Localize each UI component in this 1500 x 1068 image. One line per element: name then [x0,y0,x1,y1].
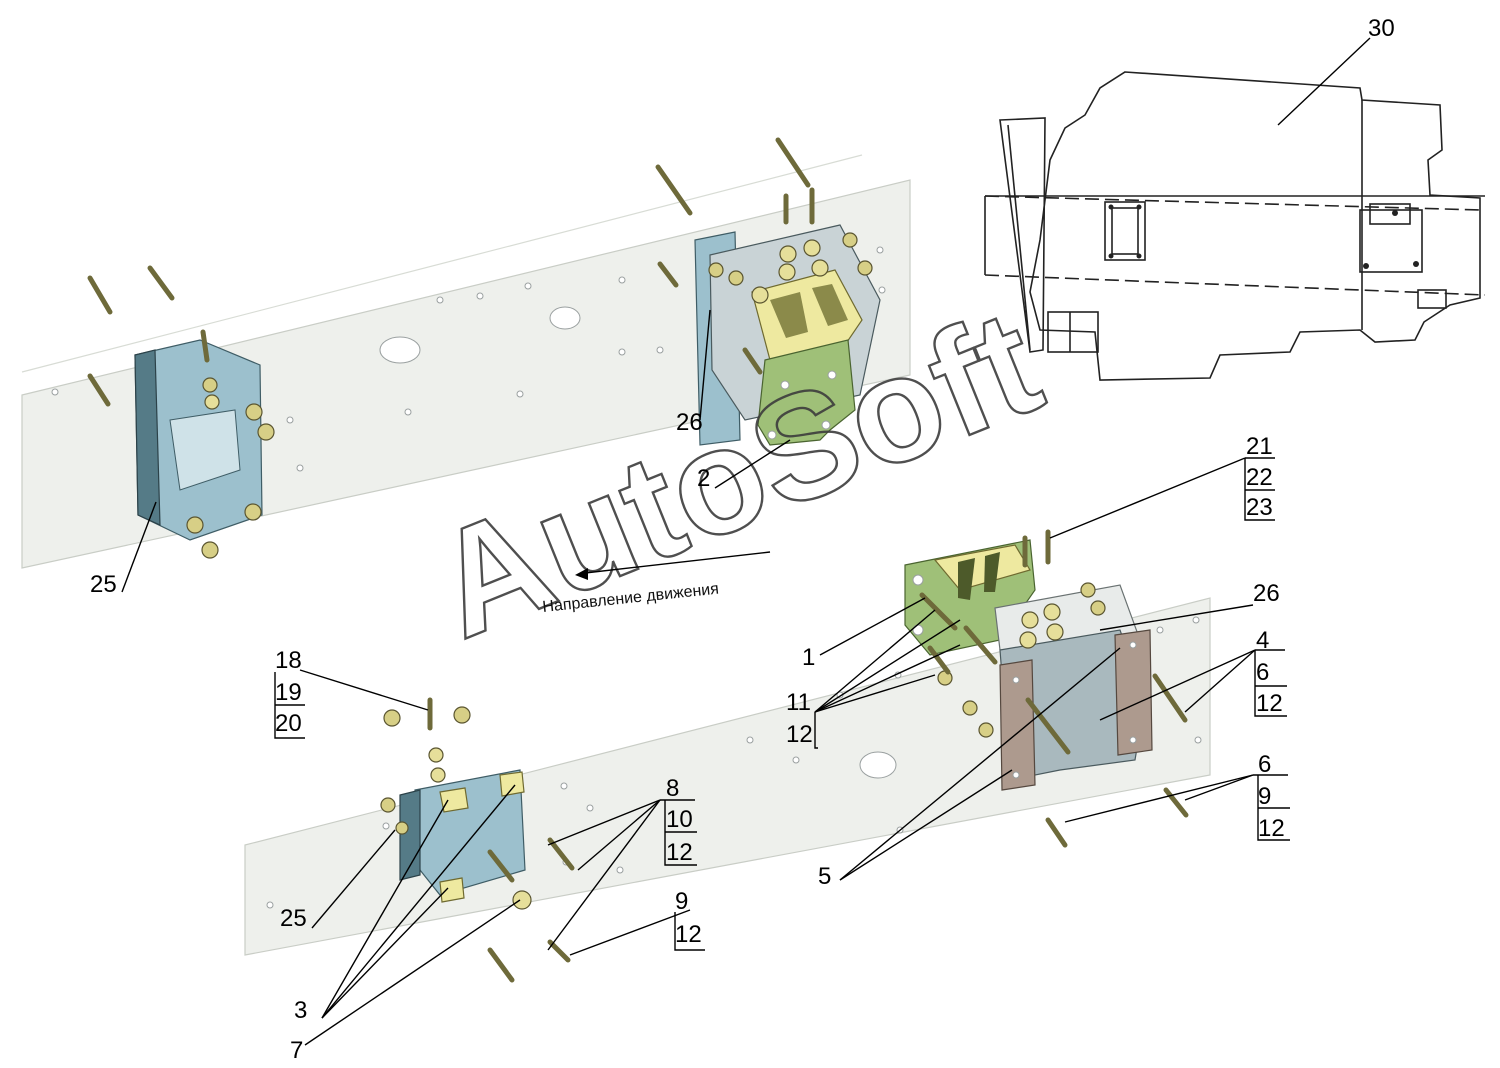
callout-20: 20 [275,710,302,737]
callout-12-lower-right: 12 [1258,815,1285,842]
leader-lines [121,37,1371,1046]
callout-boxes [274,458,1290,951]
callout-23: 23 [1246,494,1273,521]
callout-2: 2 [697,465,710,492]
mount-lower-right [904,529,1188,791]
callout-25-lower: 25 [280,905,307,932]
callout-25-upper: 25 [90,571,117,598]
callout-7: 7 [290,1037,303,1064]
callout-6-right: 6 [1256,659,1269,686]
callout-8: 8 [666,775,679,802]
callout-4: 4 [1256,627,1269,654]
callout-1: 1 [802,644,815,671]
callout-26-lower: 26 [1253,580,1280,607]
callout-10: 10 [666,806,693,833]
upper-rail-holes [51,246,886,472]
callout-12-mid: 12 [786,721,813,748]
callout-6-lower: 6 [1258,751,1271,778]
callout-9-right: 9 [1258,783,1271,810]
callout-21: 21 [1246,433,1273,460]
loose-bolts-right [1045,787,1189,848]
callout-12-lower: 12 [675,921,702,948]
callout-26-upper: 26 [676,409,703,436]
callout-19: 19 [275,679,302,706]
bracket-25-upper [87,265,275,559]
callout-5: 5 [818,863,831,890]
callout-30: 30 [1368,15,1395,42]
callout-3: 3 [294,997,307,1024]
bracket-25-lower [380,697,575,983]
callout-labels: 30 26 2 25 21 22 23 26 1 4 6 12 11 12 18… [90,15,1395,1064]
callout-18: 18 [275,647,302,674]
callout-12-lower-mid: 12 [666,839,693,866]
callout-12-right: 12 [1256,690,1283,717]
layout-sketch-30 [984,71,1486,381]
callout-22: 22 [1246,464,1273,491]
callout-9-lower: 9 [675,888,688,915]
callout-11: 11 [786,689,811,716]
mount-2-26-upper [655,137,881,446]
